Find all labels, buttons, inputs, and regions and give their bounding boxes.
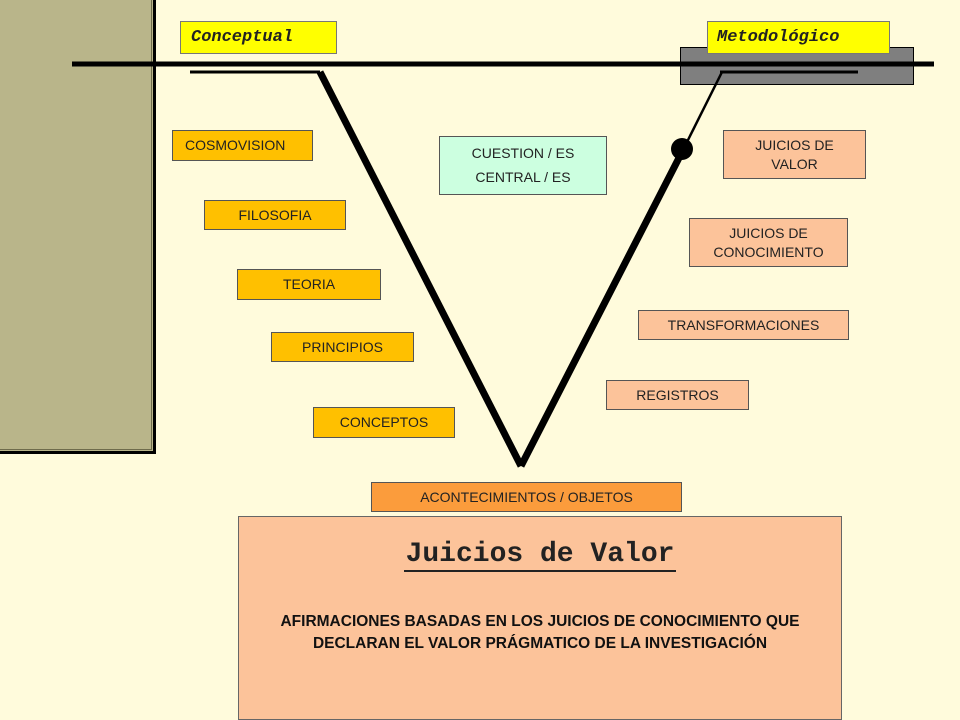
conceptual-label: Conceptual [180,21,337,54]
definition-title: Juicios de Valor [239,539,841,572]
cuestion-central-box: CUESTION / ES CENTRAL / ES [439,136,607,195]
juicios-valor-line2: VALOR [771,155,818,172]
acontecimientos-objetos-box: ACONTECIMIENTOS / OBJETOS [371,482,682,512]
juicios-conocimiento-line2: CONOCIMIENTO [713,243,824,260]
cuestion-line1: CUESTION / ES [471,144,575,161]
juicios-conocimiento-box: JUICIOS DE CONOCIMIENTO [689,218,848,267]
principios-box: PRINCIPIOS [271,332,414,362]
transformaciones-box: TRANSFORMACIONES [638,310,849,340]
left-sidebar-panel [0,0,156,454]
cosmovision-box: COSMOVISION [172,130,313,161]
v-right-thin-arm [680,71,724,153]
definition-title-text: Juicios de Valor [403,539,677,572]
juicios-conocimiento-line1: JUICIOS DE [729,224,808,241]
sidebar-inner-border [0,0,152,450]
filosofia-box: FILOSOFIA [204,200,346,230]
definition-panel: Juicios de Valor AFIRMACIONES BASADAS EN… [238,516,842,720]
conceptos-box: CONCEPTOS [313,407,455,438]
definition-description: AFIRMACIONES BASADAS EN LOS JUICIOS DE C… [280,613,800,652]
v-right-arm [517,150,686,468]
v-joint-dot [671,138,693,160]
registros-box: REGISTROS [606,380,749,410]
teoria-box: TEORIA [237,269,381,300]
cuestion-line2: CENTRAL / ES [475,168,571,185]
v-left-arm [316,70,525,468]
juicios-valor-line1: JUICIOS DE [755,136,834,153]
juicios-valor-box: JUICIOS DE VALOR [723,130,866,179]
metodologico-label: Metodológico [707,21,890,54]
